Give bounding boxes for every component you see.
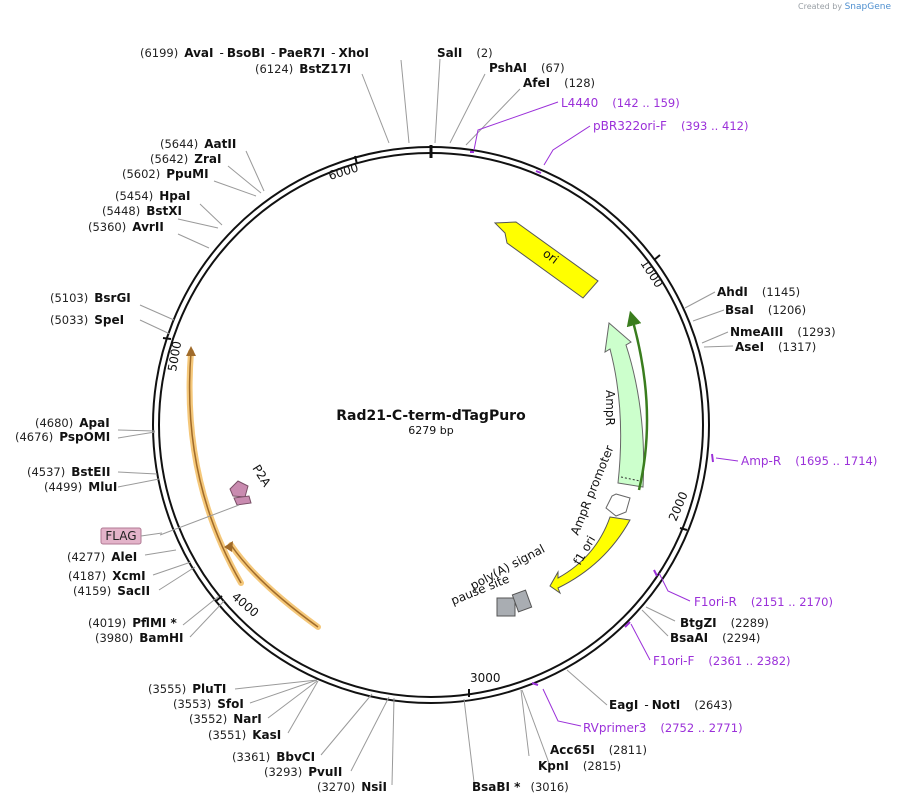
site-spei[interactable]: (5033)SpeI [50, 313, 124, 327]
site-bstxi[interactable]: (5448)BstXI [102, 204, 182, 218]
site-nmeaiii[interactable]: NmeAIII(1293) [730, 325, 836, 339]
site-acc65i[interactable]: Acc65I(2811) [550, 743, 647, 757]
site-kasi[interactable]: (3551)KasI [208, 728, 281, 742]
polya-signal-block[interactable] [511, 589, 533, 613]
site-pspomi[interactable]: (4676)PspOMI [15, 430, 110, 444]
flag-label: FLAG [105, 529, 136, 543]
site-ahdi[interactable]: AhdI(1145) [717, 285, 800, 299]
site-asei[interactable]: AseI(1317) [735, 340, 816, 354]
site-aval-group[interactable]: (6199)AvaI-BsoBI-PaeR7I-XhoI [140, 46, 369, 60]
ampr-arrow[interactable] [604, 322, 645, 488]
site-bsteii[interactable]: (4537)BstEII [27, 465, 110, 479]
plasmid-length: 6279 bp [408, 424, 453, 437]
site-sacii[interactable]: (4159)SacII [73, 584, 150, 598]
primer-pbr322ori-f[interactable]: pBR322ori-F(393 .. 412) [593, 119, 748, 133]
tick-label-1000: 1000 [637, 257, 665, 290]
primer-f1ori-r[interactable]: F1ori-R(2151 .. 2170) [694, 595, 833, 609]
snapgene-brand: Created by SnapGene [798, 2, 891, 12]
site-pluti[interactable]: (3555)PluTI [148, 682, 226, 696]
site-zrai[interactable]: (5642)ZraI [150, 152, 221, 166]
site-alei[interactable]: (4277)AleI [67, 550, 137, 564]
site-pshai[interactable]: PshAI(67) [489, 61, 565, 75]
site-bsabi[interactable]: BsaBI *(3016) [472, 780, 569, 794]
site-bbvci[interactable]: (3361)BbvCI [232, 750, 315, 764]
leader-lines [117, 58, 734, 786]
site-labels: (6199)AvaI-BsoBI-PaeR7I-XhoI (6124)BstZ1… [15, 46, 836, 794]
tick-label-5000: 5000 [165, 340, 184, 373]
ampr-label: AmpR [603, 390, 617, 426]
site-kpni[interactable]: KpnI(2815) [538, 759, 621, 773]
tick-label-6000: 6000 [327, 161, 360, 183]
site-eagi-noti[interactable]: EagI-NotI(2643) [609, 698, 732, 712]
site-avrii[interactable]: (5360)AvrII [88, 220, 164, 234]
primer-amp-r[interactable]: Amp-R(1695 .. 1714) [741, 454, 877, 468]
site-btgzi[interactable]: BtgZI(2289) [680, 616, 769, 630]
plasmid-name: Rad21-C-term-dTagPuro [336, 408, 526, 424]
site-mlui[interactable]: (4499)MluI [44, 480, 117, 494]
p2a-arrow-lower[interactable] [233, 495, 252, 506]
site-nsii[interactable]: (3270)NsiI [317, 780, 387, 794]
tick-label-4000: 4000 [229, 590, 261, 620]
orf-line-lower [230, 544, 319, 628]
site-bstz17i[interactable]: (6124)BstZ17I [255, 62, 351, 76]
site-nari[interactable]: (3552)NarI [189, 712, 262, 726]
orf-arrowhead-upper [186, 346, 196, 356]
primer-l4440[interactable]: L4440(142 .. 159) [561, 96, 680, 110]
site-aatii[interactable]: (5644)AatII [160, 137, 236, 151]
site-pflmi[interactable]: (4019)PflMI * [88, 616, 178, 630]
site-apai[interactable]: (4680)ApaI [35, 416, 110, 430]
primer-rvprimer3[interactable]: RVprimer3(2752 .. 2771) [583, 721, 743, 735]
site-bamhi[interactable]: (3980)BamHI [95, 631, 184, 645]
primer-f1ori-f[interactable]: F1ori-F(2361 .. 2382) [653, 654, 791, 668]
site-hpai[interactable]: (5454)HpaI [115, 189, 190, 203]
site-bsaai[interactable]: BsaAI(2294) [670, 631, 760, 645]
ampr-orf-line [626, 310, 649, 491]
p2a-arrow-upper[interactable] [229, 480, 249, 498]
pause-site-block[interactable] [496, 597, 516, 617]
site-bsai[interactable]: BsaI(1206) [725, 303, 806, 317]
primer-leader-lines [470, 101, 739, 727]
site-bsrgi[interactable]: (5103)BsrGI [50, 291, 131, 305]
p2a-label: P2A [249, 462, 274, 490]
tick-label-3000: 3000 [470, 671, 501, 685]
f1-ori-arrow[interactable] [549, 516, 631, 595]
orf-line-upper [188, 351, 242, 584]
primer-labels: L4440(142 .. 159) pBR322ori-F(393 .. 412… [561, 96, 877, 735]
site-afei[interactable]: AfeI(128) [523, 76, 595, 90]
site-pvuii[interactable]: (3293)PvuII [264, 765, 342, 779]
orf-arrowhead-lower [224, 541, 233, 552]
ori-arrow[interactable] [493, 221, 599, 299]
site-sfoi[interactable]: (3553)SfoI [173, 697, 244, 711]
ampr-promoter-arrow[interactable] [605, 493, 631, 517]
site-sali[interactable]: SalI(2) [437, 46, 493, 60]
site-xcmi[interactable]: (4187)XcmI [68, 569, 146, 583]
site-ppumi[interactable]: (5602)PpuMI [122, 167, 209, 181]
orf-glow-lower [228, 542, 321, 630]
